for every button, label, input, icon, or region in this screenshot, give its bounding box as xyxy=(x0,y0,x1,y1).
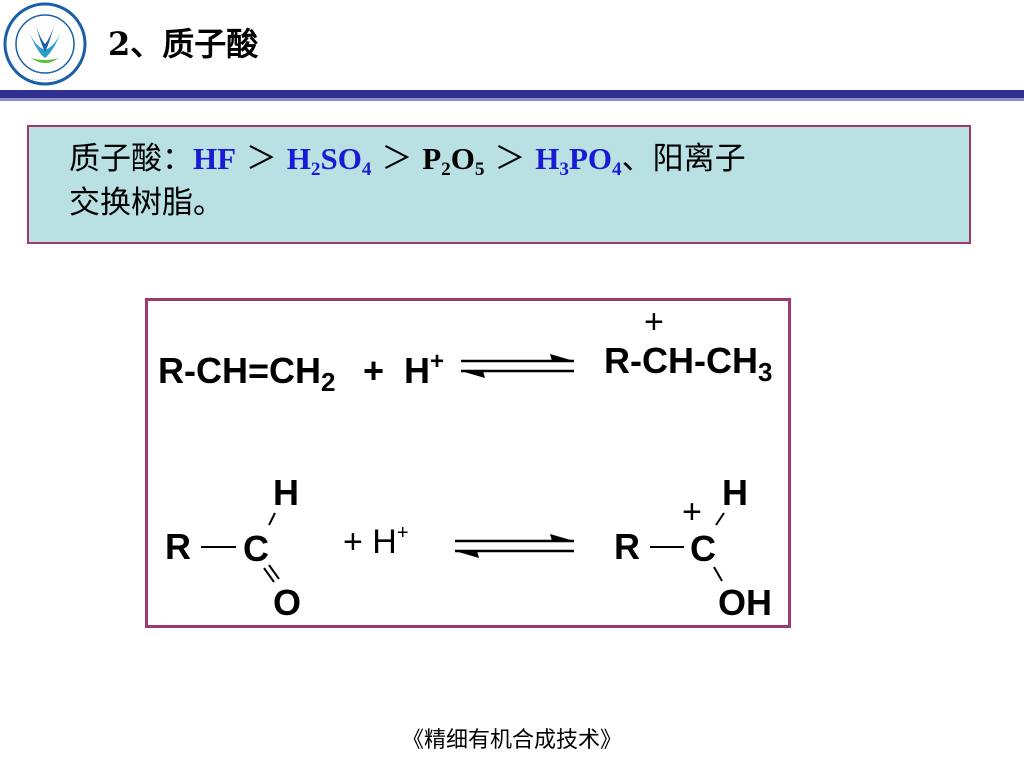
charge-plus: + xyxy=(644,303,664,341)
reaction-2-product: H + R C OH xyxy=(614,472,772,623)
proton: H+ xyxy=(404,348,444,391)
acid-hf: HF xyxy=(193,141,237,176)
atom-o: O xyxy=(273,582,301,623)
acid-p2o5: P2O5 xyxy=(422,141,485,180)
equilibrium-arrow-2 xyxy=(455,534,574,558)
separator: ＞ xyxy=(494,141,526,177)
callout-label: 质子酸： xyxy=(69,141,193,177)
header-rule xyxy=(0,90,1024,98)
atom-r: R xyxy=(614,526,640,567)
definition-callout: 质子酸：HF ＞ H2SO4 ＞ P2O5 ＞ H3PO4、阳离子 交换树脂。 xyxy=(27,125,971,244)
atom-h: H xyxy=(722,472,748,513)
separator: ＞ xyxy=(245,141,277,177)
product-carbocation: R-CH-CH3 xyxy=(604,340,772,387)
reaction-2-reactant: H R C O xyxy=(165,472,301,623)
header-rule-thin xyxy=(0,98,1024,101)
university-seal-icon: · · · · · · · · · · · xyxy=(3,2,87,86)
acid-h2so4: H2SO4 xyxy=(286,141,372,180)
reaction-diagram: R-CH=CH2 + H+ R-CH-CH3 + H R C O + H+ xyxy=(145,298,791,628)
footer-book-title: 《精细有机合成技术》 xyxy=(401,728,622,753)
callout-tail: 、阳离子 xyxy=(621,141,746,177)
atom-c: C xyxy=(243,528,269,569)
atom-h: H xyxy=(273,472,299,513)
separator: ＞ xyxy=(381,141,413,177)
page-title: 2、质子酸 xyxy=(108,25,259,63)
callout-text: 质子酸：HF ＞ H2SO4 ＞ P2O5 ＞ H3PO4、阳离子 交换树脂。 xyxy=(69,137,949,225)
plus-sign: + xyxy=(363,350,384,391)
acid-h3po4: H3PO4 xyxy=(535,141,622,180)
reactant-alkene: R-CH=CH2 xyxy=(158,350,335,397)
atom-oh: OH xyxy=(718,582,772,623)
atom-c: C xyxy=(690,528,716,569)
callout-tail-2: 交换树脂。 xyxy=(69,185,224,221)
charge-plus: + xyxy=(682,493,702,531)
plus-proton: + H+ xyxy=(343,522,409,561)
atom-r: R xyxy=(165,526,191,567)
reaction-1: R-CH=CH2 + H+ R-CH-CH3 + xyxy=(158,303,772,397)
svg-text:· · · · · · · · · · ·: · · · · · · · · · · · xyxy=(28,77,62,83)
